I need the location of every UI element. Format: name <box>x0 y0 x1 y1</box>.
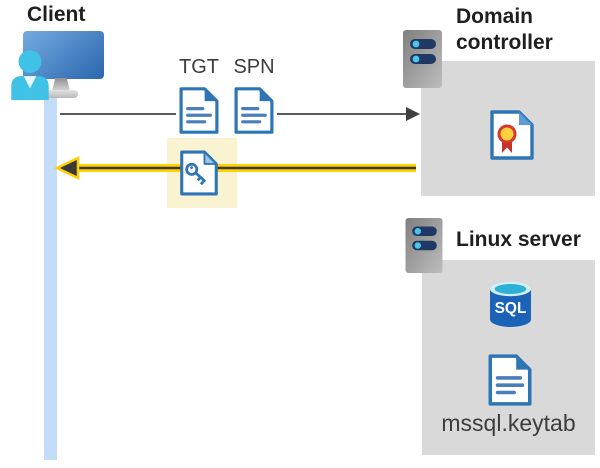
tgt-label: TGT <box>179 56 219 78</box>
sql-text: SQL <box>495 300 527 317</box>
certificate-icon <box>490 110 534 160</box>
keytab-filename: mssql.keytab <box>441 410 576 436</box>
keytab-file-icon <box>488 354 532 406</box>
user-icon <box>11 50 49 100</box>
key-ticket-icon <box>180 150 218 196</box>
monitor-base <box>45 90 78 98</box>
domain-controller-title: Domain controller <box>456 5 553 54</box>
monitor-stand <box>52 78 70 91</box>
client-title: Client <box>27 3 86 26</box>
spn-ticket-icon <box>234 87 274 134</box>
user-at-monitor-icon <box>8 30 108 100</box>
sql-database-icon: SQL <box>490 281 531 327</box>
tgt-ticket-icon <box>179 87 219 134</box>
domain-controller-server-icon <box>403 30 442 88</box>
client-lifeline-bar <box>44 97 57 460</box>
key-glyph <box>185 162 207 186</box>
linux-server-title: Linux server <box>456 228 581 251</box>
linux-server-icon <box>405 218 443 273</box>
spn-label: SPN <box>233 56 275 78</box>
